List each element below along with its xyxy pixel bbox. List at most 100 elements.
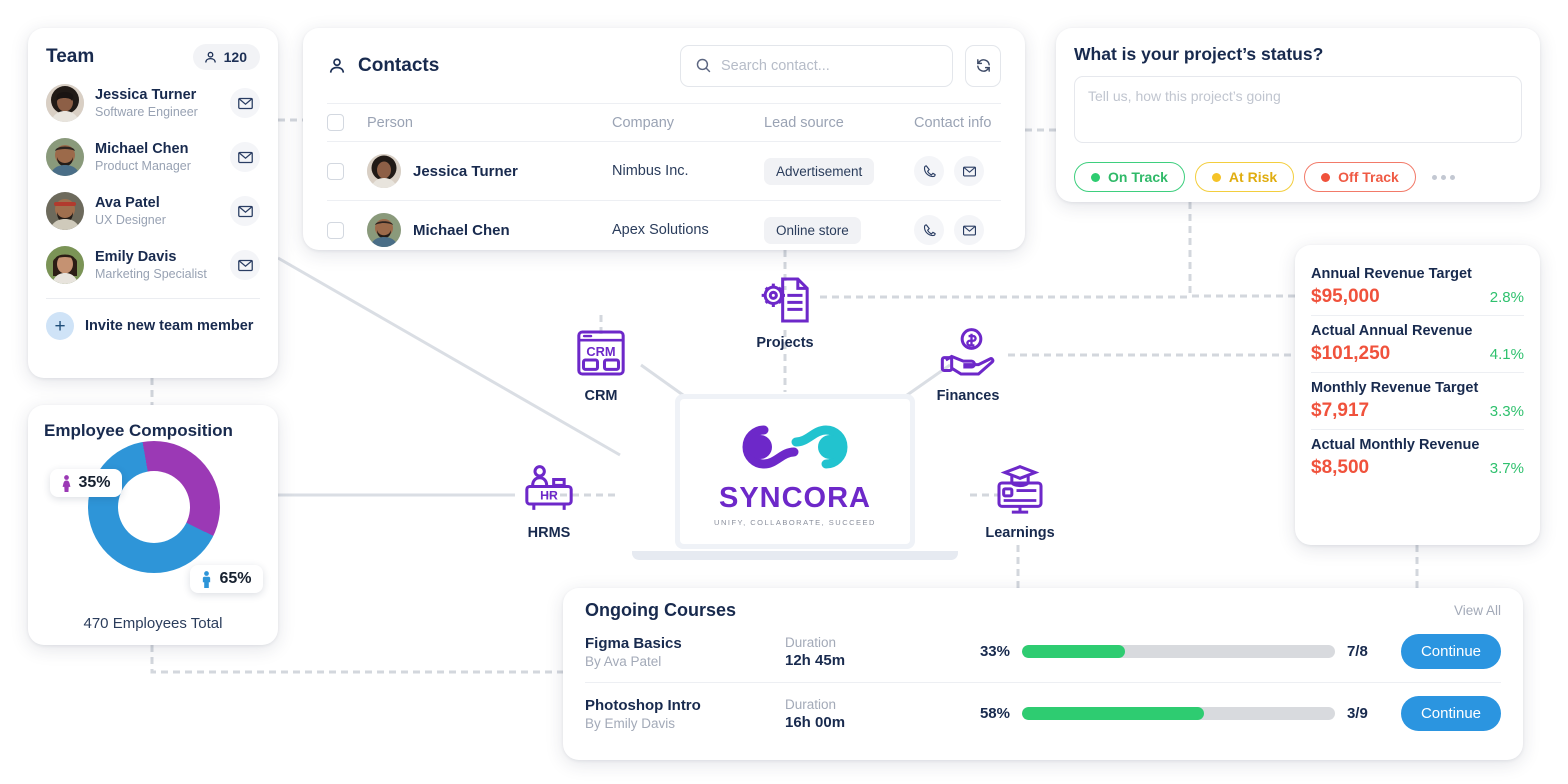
brand-tagline: UNIFY, COLLABORATE, SUCCEED (714, 518, 876, 527)
ellipsis-icon[interactable] (1431, 174, 1455, 180)
row-person-cell: Jessica Turner (367, 141, 612, 201)
list-item[interactable]: Jessica Turner Software Engineer (46, 76, 260, 130)
employee-composition-card: Employee Composition 35% 65% 470 Employe… (28, 405, 278, 645)
row-checkbox[interactable] (327, 162, 344, 180)
project-status-textarea[interactable] (1074, 76, 1522, 143)
member-role: Software Engineer (95, 104, 198, 119)
team-count: 120 (223, 49, 247, 65)
avatar (46, 84, 84, 122)
module-node-projects[interactable]: Projects (730, 272, 840, 351)
course-name: Figma Basics (585, 634, 682, 652)
table-row[interactable]: Jessica Turner Nimbus Inc. Advertisement (327, 141, 1001, 201)
list-item: Actual Annual Revenue $101,250 4.1% (1311, 316, 1524, 372)
status-chip-off-track[interactable]: Off Track (1304, 162, 1416, 192)
team-count-badge: 120 (192, 44, 260, 70)
course-name: Photoshop Intro (585, 696, 701, 714)
status-chip-at-risk[interactable]: At Risk (1194, 162, 1295, 192)
person-name: Michael Chen (413, 221, 510, 239)
row-lead-source-cell: Online store (764, 201, 914, 260)
person-name: Jessica Turner (413, 162, 518, 180)
member-email-button[interactable] (230, 250, 260, 280)
module-node-finances[interactable]: Finances (913, 325, 1023, 404)
duration-label: Duration (785, 696, 837, 712)
member-email-button[interactable] (230, 142, 260, 172)
row-contact-info-cell (914, 201, 1001, 260)
duration-value: 12h 45m (785, 651, 846, 669)
member-info: Michael Chen Product Manager (95, 140, 219, 174)
row-person-cell: Michael Chen (367, 201, 612, 260)
revenue-label: Actual Monthly Revenue (1311, 437, 1480, 453)
team-card: Team 120 (28, 28, 278, 378)
email-button[interactable] (954, 156, 984, 186)
table-row[interactable]: Michael Chen Apex Solutions Online store (327, 201, 1001, 260)
member-name: Michael Chen (95, 140, 189, 157)
refresh-icon (976, 59, 990, 72)
status-chip-on-track[interactable]: On Track (1074, 162, 1185, 192)
progress-fraction: 7/8 (1346, 643, 1368, 660)
refresh-button[interactable] (965, 44, 1001, 87)
list-item[interactable]: Emily Davis Marketing Specialist (46, 238, 260, 292)
row-contact-info-cell (914, 141, 1001, 201)
lead-source-tag: Advertisement (764, 157, 875, 185)
syncora-infinity-logo (742, 425, 848, 469)
module-node-hrms[interactable]: HR HRMS (494, 462, 604, 541)
call-button[interactable] (914, 215, 944, 245)
progress-bar-track (1022, 707, 1335, 720)
duration-value: 16h 00m (785, 713, 846, 731)
phone-icon (923, 223, 936, 236)
row-checkbox[interactable] (327, 221, 344, 239)
course-name-col: Figma Basics By Ava Patel (585, 635, 785, 669)
search-input[interactable] (721, 57, 938, 74)
envelope-icon (237, 97, 253, 109)
course-progress-col: 58% 3/9 Continue (970, 696, 1501, 731)
module-label: Finances (936, 388, 1000, 404)
revenue-percent: 3.7% (1489, 460, 1524, 477)
learnings-monitor-graduation-icon (997, 465, 1043, 514)
select-all-checkbox[interactable] (327, 114, 344, 131)
member-info: Jessica Turner Software Engineer (95, 86, 219, 120)
page-title: Employee Composition (44, 421, 233, 440)
brand-logo-panel: SYNCORA UNIFY, COLLABORATE, SUCCEED (680, 399, 910, 544)
donut-ring (87, 441, 220, 573)
invite-label: Invite new team member (85, 318, 254, 334)
module-label: Projects (756, 335, 814, 351)
donut-legend-female: 35% (49, 469, 122, 497)
avatar-man-headband-beard (46, 192, 84, 230)
hrms-desk-person-icon: HR (525, 465, 573, 510)
female-pct: 35% (78, 474, 111, 491)
search-icon (696, 58, 711, 73)
team-title: Team (46, 46, 95, 67)
course-name-col: Photoshop Intro By Emily Davis (585, 697, 785, 731)
revenue-label: Actual Annual Revenue (1311, 323, 1473, 339)
duration-label: Duration (785, 634, 837, 650)
column-header-person: Person (367, 103, 612, 142)
lead-source-tag: Online store (764, 216, 861, 244)
member-email-button[interactable] (230, 196, 260, 226)
continue-button[interactable]: Continue (1400, 696, 1501, 731)
male-pct: 65% (219, 570, 252, 587)
table-row: Figma Basics By Ava Patel Duration 12h 4… (585, 621, 1501, 682)
progress-percent: 33% (979, 643, 1010, 660)
donut-legend-male: 65% (190, 565, 263, 593)
call-button[interactable] (914, 156, 944, 186)
status-chip-label: Off Track (1338, 169, 1399, 185)
search-box[interactable] (680, 44, 953, 87)
continue-button[interactable]: Continue (1400, 634, 1501, 669)
envelope-icon (237, 151, 253, 163)
envelope-icon (237, 259, 253, 271)
brand-name: SYNCORA (718, 482, 871, 514)
list-item[interactable]: Ava Patel UX Designer (46, 184, 260, 238)
invite-new-team-member-button[interactable]: + Invite new team member (46, 299, 260, 340)
module-label: Learnings (985, 525, 1055, 541)
email-button[interactable] (954, 215, 984, 245)
progress-bar-track (1022, 645, 1335, 658)
module-node-learnings[interactable]: Learnings (965, 462, 1075, 541)
list-item[interactable]: Michael Chen Product Manager (46, 130, 260, 184)
projects-gear-document-icon (761, 277, 809, 323)
revenue-label: Annual Revenue Target (1311, 266, 1472, 282)
laptop-icon: SYNCORA UNIFY, COLLABORATE, SUCCEED (620, 390, 970, 595)
view-all-link[interactable]: View All (1453, 603, 1501, 618)
member-email-button[interactable] (230, 88, 260, 118)
progress-percent: 58% (979, 705, 1010, 722)
team-header: Team 120 (46, 44, 260, 70)
